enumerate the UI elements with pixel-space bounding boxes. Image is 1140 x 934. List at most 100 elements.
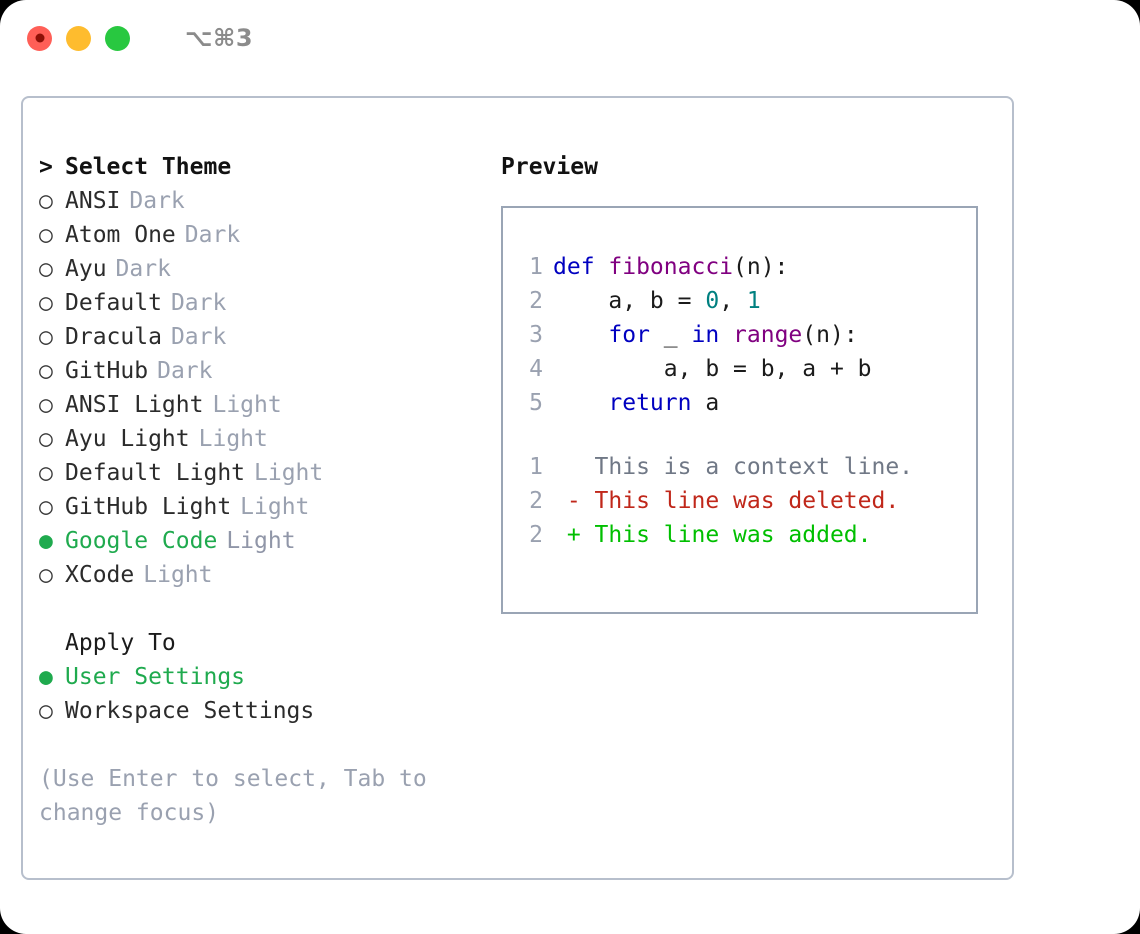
diff-text: This is a context line.	[553, 454, 914, 480]
theme-list-item[interactable]: ○ Default Light Light	[39, 456, 469, 490]
theme-name: Default Light	[65, 460, 246, 486]
radio-unselected-icon: ○	[39, 562, 53, 588]
code-token: (n):	[733, 254, 789, 280]
theme-category-badge: Dark	[129, 188, 185, 214]
prompt-caret-icon: >	[39, 154, 53, 180]
minimize-button-icon[interactable]	[66, 25, 91, 51]
code-token: 1	[746, 288, 761, 314]
window-controls	[27, 25, 130, 51]
radio-unselected-icon: ○	[39, 256, 53, 282]
radio-selected-icon: ●	[39, 528, 53, 554]
theme-picker-header: > Select Theme	[39, 150, 469, 184]
theme-list-item[interactable]: ○ Default Dark	[39, 286, 469, 320]
radio-unselected-icon: ○	[39, 698, 53, 724]
code-token: 0	[705, 288, 720, 314]
theme-category-badge: Dark	[115, 256, 171, 282]
theme-picker-title: Select Theme	[65, 154, 232, 180]
theme-category-badge: Dark	[157, 358, 213, 384]
radio-unselected-icon: ○	[39, 222, 53, 248]
maximize-button-icon[interactable]	[105, 25, 130, 51]
theme-category-badge: Dark	[170, 290, 227, 316]
theme-list-item[interactable]: ○ GitHub Light Light	[39, 490, 469, 524]
keyboard-shortcut-label: ⌥⌘3	[185, 24, 254, 52]
theme-name: Dracula	[65, 324, 162, 350]
theme-category-badge: Light	[226, 528, 296, 554]
diff-line: 2 - This line was deleted.	[503, 484, 976, 518]
diff-text: - This line was deleted.	[553, 488, 900, 514]
theme-list-item[interactable]: ○ Atom One Dark	[39, 218, 469, 252]
code-token: a, b =	[553, 288, 706, 314]
line-number: 4	[529, 356, 543, 382]
code-token: range	[733, 322, 803, 348]
apply-to-label: Workspace Settings	[65, 698, 315, 724]
code-token	[553, 390, 608, 416]
line-number: 2	[529, 522, 543, 548]
keyboard-hint-text: (Use Enter to select, Tab to change focu…	[39, 766, 427, 826]
apply-to-title: Apply To	[65, 630, 176, 656]
theme-list-item[interactable]: ○ Ayu Dark	[39, 252, 469, 286]
diff-text: + This line was added.	[553, 522, 872, 548]
theme-name: XCode	[65, 562, 135, 588]
code-token: def	[553, 254, 609, 280]
code-token: ,	[719, 288, 747, 314]
theme-name: Default	[65, 290, 162, 316]
code-token: return	[608, 390, 692, 416]
radio-unselected-icon: ○	[39, 358, 53, 384]
close-button-icon[interactable]	[27, 25, 52, 51]
diff-line: 2 + This line was added.	[503, 518, 976, 552]
theme-name: Google Code	[65, 528, 218, 554]
code-token: fibonacci	[608, 254, 734, 280]
preview-spacer	[503, 420, 976, 450]
theme-category-badge: Light	[212, 392, 282, 418]
theme-category-badge: Light	[143, 562, 213, 588]
radio-unselected-icon: ○	[39, 426, 53, 452]
code-token: a	[691, 390, 720, 416]
apply-to-option[interactable]: ● User Settings	[39, 660, 469, 694]
theme-list-item[interactable]: ○ XCode Light	[39, 558, 469, 592]
apply-to-group: Apply To ● User Settings ○ Workspace Settin…	[39, 626, 469, 728]
radio-unselected-icon: ○	[39, 494, 53, 520]
theme-name: GitHub	[65, 358, 149, 384]
code-line: 2 a, b = 0, 1	[503, 284, 976, 318]
line-number: 3	[529, 322, 543, 348]
theme-category-badge: Dark	[170, 324, 227, 350]
radio-selected-icon: ●	[39, 664, 53, 690]
title-bar: ⌥⌘3	[0, 0, 1140, 76]
code-token: a, b = b, a + b	[553, 356, 872, 382]
code-line: 1 def fibonacci(n):	[503, 250, 976, 284]
theme-category-badge: Light	[254, 460, 324, 486]
code-token: for	[608, 322, 650, 348]
code-token	[719, 322, 733, 348]
theme-category-badge: Light	[240, 494, 310, 520]
theme-list-item[interactable]: ● Google Code Light	[39, 524, 469, 558]
line-number: 2	[529, 288, 543, 314]
theme-category-badge: Light	[198, 426, 268, 452]
code-line: 4 a, b = b, a + b	[503, 352, 976, 386]
apply-to-option[interactable]: ○ Workspace Settings	[39, 694, 469, 728]
line-number: 2	[529, 488, 543, 514]
diff-sample: 1 This is a context line.2 - This line w…	[503, 450, 976, 552]
theme-list-item[interactable]: ○ GitHub Dark	[39, 354, 469, 388]
theme-name: Atom One	[65, 222, 176, 248]
theme-category-badge: Dark	[184, 222, 241, 248]
code-token: _	[649, 322, 692, 348]
theme-name: GitHub Light	[65, 494, 232, 520]
line-number: 1	[529, 254, 543, 280]
apply-to-label: User Settings	[65, 664, 246, 690]
theme-name: Ayu	[65, 256, 107, 282]
line-number: 5	[529, 390, 543, 416]
radio-unselected-icon: ○	[39, 290, 53, 316]
code-token	[553, 322, 608, 348]
radio-unselected-icon: ○	[39, 460, 53, 486]
